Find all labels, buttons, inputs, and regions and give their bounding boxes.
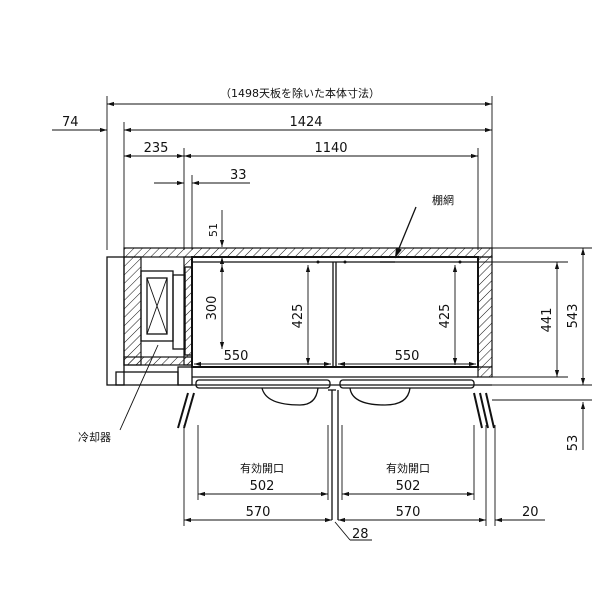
- overall-note: （1498天板を除いた本体寸法）: [220, 86, 380, 100]
- dim-overall-1498: [106, 96, 493, 250]
- dim-550-right-label: 550: [395, 349, 420, 364]
- dim-543-label: 543: [566, 304, 581, 329]
- dim-20: [494, 425, 545, 526]
- door-left: [195, 379, 331, 406]
- right-extension-lines: [478, 247, 592, 401]
- dim-1140-label: 1140: [314, 141, 347, 156]
- opening-right-label: 有効開口: [386, 461, 430, 475]
- dim-28-label: 28: [352, 527, 369, 542]
- dim-570-left-label: 570: [246, 505, 271, 520]
- cooler-label: 冷却器: [78, 431, 111, 444]
- dim-1424: [123, 122, 492, 250]
- dim-33: [154, 175, 250, 250]
- dim-570-right-label: 570: [396, 505, 421, 520]
- dim-53-label: 53: [566, 435, 581, 452]
- door-hinges: [177, 389, 495, 520]
- dim-300-label: 300: [205, 296, 220, 321]
- machine-base: [115, 371, 179, 386]
- cooler-leader: [119, 344, 159, 431]
- door-right: [339, 379, 475, 406]
- dim-425-left-label: 425: [291, 304, 306, 329]
- dim-74-label: 74: [62, 115, 79, 130]
- dim-441-label: 441: [540, 308, 555, 333]
- left-flange: [106, 256, 125, 386]
- dim-550-left-label: 550: [224, 349, 249, 364]
- opening-left-label: 有効開口: [240, 461, 284, 475]
- dim-425-right-label: 425: [438, 304, 453, 329]
- cooler-unit: [140, 266, 193, 356]
- dim-235-label: 235: [144, 141, 169, 156]
- dim-51-label: 51: [207, 223, 220, 237]
- dim-28: [334, 521, 372, 541]
- dim-33-label: 33: [230, 168, 247, 183]
- dim-502-left-label: 502: [250, 479, 275, 494]
- bottom-rail: [178, 366, 492, 386]
- dim-20-label: 20: [522, 505, 539, 520]
- dim-1140: [184, 148, 479, 250]
- dim-1424-label: 1424: [289, 115, 322, 130]
- dim-235: [123, 148, 185, 250]
- bottom-extension-lines: [183, 425, 487, 526]
- shelf-net-marker: [380, 206, 417, 263]
- dim-502-right-label: 502: [396, 479, 421, 494]
- shelf-net-label: 棚網: [432, 193, 454, 207]
